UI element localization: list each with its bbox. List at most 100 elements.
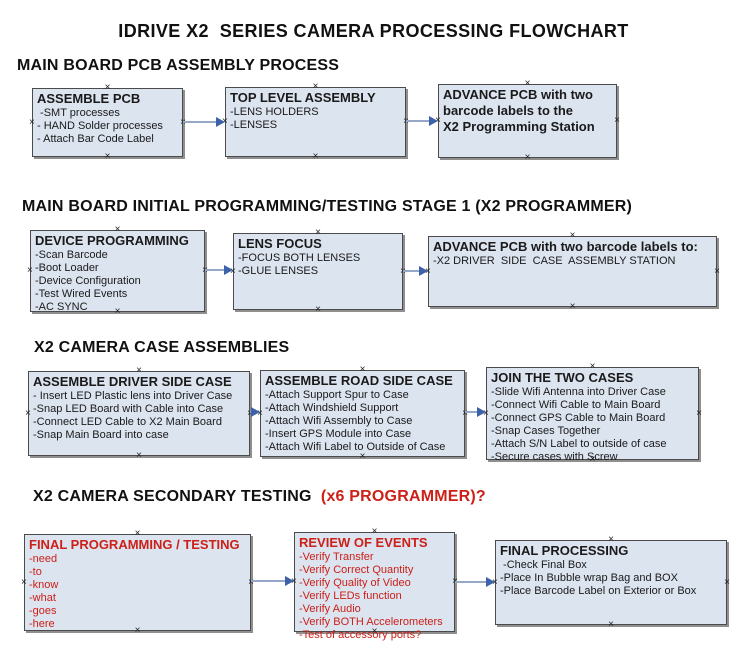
node-title: ADVANCE PCB with two barcode labels to: bbox=[433, 239, 698, 254]
node-item: -X2 DRIVER SIDE CASE ASSEMBLY STATION bbox=[433, 255, 676, 267]
connection-anchor-marker: × bbox=[359, 451, 366, 462]
node-item: -Verify Correct Quantity bbox=[299, 564, 414, 576]
node-item: -Verify BOTH Accelerometers bbox=[299, 616, 443, 628]
connection-anchor-marker: × bbox=[134, 625, 141, 636]
flow-arrow bbox=[250, 407, 260, 417]
heading-secondary-testing: X2 CAMERA SECONDARY TESTING (x6 PROGRAMM… bbox=[33, 488, 486, 506]
node-top-level-assembly: TOP LEVEL ASSEMBLY -LENS HOLDERS-LENSES … bbox=[222, 82, 409, 162]
heading-camera-case-assemblies: X2 CAMERA CASE ASSEMBLIES bbox=[34, 339, 290, 356]
node-title: ADVANCE PCB with two barcode labels to t… bbox=[443, 87, 595, 134]
node-final-programming-testing: FINAL PROGRAMMING / TESTING -need-to-kno… bbox=[21, 529, 254, 636]
node-item: -Verify LEDs function bbox=[299, 590, 402, 602]
node-items: -SMT processes- HAND Solder processes- A… bbox=[37, 107, 181, 146]
node-item: -Secure cases with Screw bbox=[491, 451, 618, 463]
node-item: - Insert LED Plastic lens into Driver Ca… bbox=[33, 390, 233, 402]
node-item: -FOCUS BOTH LENSES bbox=[238, 252, 361, 264]
node-item: -Snap LED Board with Cable into Case bbox=[33, 403, 224, 415]
node-item: -AC SYNC bbox=[35, 301, 88, 313]
node-item: -Place In Bubble wrap Bag and BOX bbox=[500, 572, 678, 584]
connection-anchor-marker: × bbox=[21, 576, 27, 588]
node-item: -Device Configuration bbox=[35, 275, 141, 287]
connection-anchor-marker: × bbox=[524, 152, 531, 163]
node-item: -Connect LED Cable to X2 Main Board bbox=[33, 416, 222, 428]
node-item: - HAND Solder processes bbox=[37, 120, 163, 132]
flow-arrow bbox=[251, 576, 294, 586]
node-title: ASSEMBLE ROAD SIDE CASE bbox=[265, 373, 453, 388]
node-item: -goes bbox=[29, 605, 57, 617]
node-item: -here bbox=[29, 618, 55, 630]
connection-anchor-marker: × bbox=[136, 450, 142, 461]
node-item: -GLUE LENSES bbox=[238, 265, 319, 277]
connection-anchor-marker: × bbox=[696, 407, 702, 419]
node-item: -to bbox=[29, 566, 42, 578]
flow-arrow bbox=[183, 117, 225, 127]
heading-main-board-pcb-assembly: MAIN BOARD PCB ASSEMBLY PROCESS bbox=[17, 57, 340, 74]
node-title: FINAL PROCESSING bbox=[500, 543, 629, 558]
node-item: -Connect Wifi Cable to Main Board bbox=[491, 399, 661, 411]
node-advance-pcb-assembly-station: ADVANCE PCB with two barcode labels to: … bbox=[425, 231, 720, 312]
connection-anchor-marker: × bbox=[25, 407, 31, 419]
connection-anchor-marker: × bbox=[462, 407, 468, 419]
flow-arrow bbox=[406, 116, 438, 126]
node-item: -Attach Support Spur to Case bbox=[265, 389, 409, 401]
node-item: -Attach Windshield Support bbox=[265, 402, 399, 414]
heading-secondary-testing-red: (x6 PROGRAMMER)? bbox=[311, 488, 486, 505]
node-items: -Check Final Box-Place In Bubble wrap Ba… bbox=[500, 559, 725, 598]
node-title: LENS FOCUS bbox=[238, 236, 322, 251]
connection-anchor-marker: × bbox=[724, 576, 730, 588]
node-final-processing: FINAL PROCESSING -Check Final Box-Place … bbox=[492, 535, 730, 630]
node-title: ASSEMBLE DRIVER SIDE CASE bbox=[33, 374, 232, 389]
connection-anchor-marker: × bbox=[114, 224, 121, 235]
node-item: -Snap Main Board into case bbox=[33, 429, 169, 441]
node-item: -Snap Cases Together bbox=[491, 425, 601, 437]
heading-initial-programming-testing: MAIN BOARD INITIAL PROGRAMMING/TESTING S… bbox=[22, 198, 633, 215]
connection-anchor-marker: × bbox=[524, 78, 531, 89]
node-items: -Slide Wifi Antenna into Driver Case-Con… bbox=[491, 386, 697, 464]
node-item: -Verify Audio bbox=[299, 603, 361, 615]
node-item: -Verify Transfer bbox=[299, 551, 374, 563]
node-item: -Insert GPS Module into Case bbox=[265, 428, 412, 440]
node-items: - Insert LED Plastic lens into Driver Ca… bbox=[33, 390, 248, 442]
connection-anchor-marker: × bbox=[371, 526, 378, 537]
node-item: -Test Wired Events bbox=[35, 288, 128, 300]
node-item: -Scan Barcode bbox=[35, 249, 108, 261]
node-advance-pcb-programming-station: ADVANCE PCB with two barcode labels to t… bbox=[435, 79, 620, 163]
node-item: -know bbox=[29, 579, 59, 591]
node-title: DEVICE PROGRAMMING bbox=[35, 233, 189, 248]
connection-anchor-marker: × bbox=[315, 227, 321, 238]
node-join-the-two-cases: JOIN THE TWO CASES -Slide Wifi Antenna i… bbox=[483, 362, 702, 465]
connection-anchor-marker: × bbox=[136, 365, 142, 376]
connection-anchor-marker: × bbox=[29, 116, 35, 128]
connection-anchor-marker: × bbox=[315, 304, 321, 315]
node-assemble-pcb: ASSEMBLE PCB -SMT processes- HAND Solder… bbox=[29, 83, 186, 162]
node-items: -Scan Barcode-Boot Loader-Device Configu… bbox=[35, 249, 203, 314]
flow-arrow bbox=[455, 577, 495, 587]
connection-anchor-marker: × bbox=[247, 407, 253, 419]
connection-anchor-marker: × bbox=[569, 301, 576, 312]
connection-anchor-marker: × bbox=[248, 576, 254, 588]
node-title: FINAL PROGRAMMING / TESTING bbox=[29, 537, 240, 552]
node-title: ASSEMBLE PCB bbox=[37, 91, 141, 106]
connection-anchor-marker: × bbox=[359, 364, 366, 375]
connection-anchor-marker: × bbox=[27, 265, 33, 276]
connection-anchor-marker: × bbox=[371, 626, 378, 637]
connection-anchor-marker: × bbox=[608, 534, 614, 545]
node-item: -Verify Quality of Video bbox=[299, 577, 411, 589]
node-item: - Attach Bar Code Label bbox=[37, 133, 154, 145]
connection-anchor-marker: × bbox=[312, 151, 319, 162]
node-item: -Attach S/N Label to outside of case bbox=[491, 438, 667, 450]
node-title: JOIN THE TWO CASES bbox=[491, 370, 634, 385]
node-assemble-road-side-case: ASSEMBLE ROAD SIDE CASE -Attach Support … bbox=[257, 365, 468, 462]
node-title: TOP LEVEL ASSEMBLY bbox=[230, 90, 376, 105]
node-item: -LENS HOLDERS bbox=[230, 106, 319, 118]
node-item: -need bbox=[29, 553, 58, 565]
node-item: -Place Barcode Label on Exterior or Box bbox=[500, 585, 697, 597]
connection-anchor-marker: × bbox=[312, 81, 319, 92]
node-device-programming: DEVICE PROGRAMMING -Scan Barcode-Boot Lo… bbox=[27, 225, 208, 317]
node-items: -FOCUS BOTH LENSES-GLUE LENSES bbox=[238, 252, 401, 278]
connection-anchor-marker: × bbox=[589, 361, 596, 372]
node-item: -Slide Wifi Antenna into Driver Case bbox=[491, 386, 666, 398]
node-item: -Check Final Box bbox=[500, 559, 587, 571]
node-items: -LENS HOLDERS-LENSES bbox=[230, 106, 404, 132]
